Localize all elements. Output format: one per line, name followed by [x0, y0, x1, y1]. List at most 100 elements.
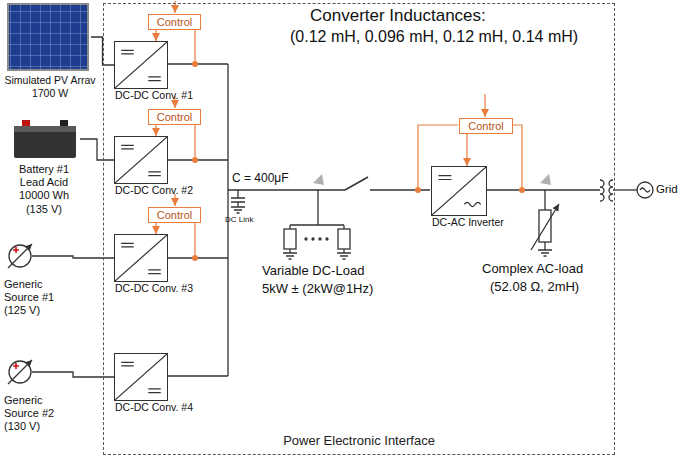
current-sensor-mark — [540, 174, 551, 185]
switch-symbol — [345, 177, 368, 190]
interface-region: Power Electronic InterfaceControlDC-DC C… — [103, 3, 615, 455]
node-label: Generic Source #1 (125 V) — [4, 278, 68, 318]
text-label: Grid — [656, 183, 678, 196]
converter-symbol — [115, 42, 167, 88]
generic-source-symbol — [8, 360, 32, 384]
battery-symbol — [14, 120, 76, 158]
converter-symbol — [115, 42, 167, 88]
text-label: (52.08 Ω, 2mH) — [490, 280, 579, 295]
converter-symbol — [115, 235, 167, 281]
node-label: DC-AC Inverter — [432, 217, 504, 229]
sensor-dot — [192, 255, 198, 261]
converter-symbol — [115, 235, 167, 281]
converter-box: DC-DC Conv. #1 — [114, 41, 168, 89]
converter-box: DC-DC Conv. #2 — [114, 136, 168, 184]
node-label: Simulated PV Arrav 1700 W — [2, 74, 98, 99]
sensor-dot — [192, 61, 525, 261]
converter-symbol — [432, 167, 486, 215]
control-feedback-wire — [484, 94, 485, 117]
grid-symbol — [637, 182, 653, 198]
generic-source: Generic Source #2 (130 V) — [8, 360, 32, 384]
sensor-dot — [519, 187, 525, 193]
converter-symbol — [115, 354, 167, 400]
control-signal — [155, 125, 156, 136]
current-sensor-mark — [313, 174, 324, 185]
control-label: Control — [157, 112, 192, 123]
transformer-symbol — [600, 180, 604, 201]
variable-resistor-symbol — [531, 204, 559, 250]
text-label: (0.12 mH, 0.096 mH, 0.12 mH, 0.14 mH) — [290, 28, 578, 46]
pv-panel — [8, 4, 88, 70]
node-label: DC-DC Conv. #3 — [115, 283, 193, 295]
generic-source-symbol — [9, 245, 31, 267]
grid-symbol — [640, 188, 650, 192]
text-label: 5kW ± (2kW@1Hz) — [262, 282, 373, 297]
transformer-symbol — [599, 180, 614, 201]
sensor-dot — [192, 61, 198, 67]
grid-symbol — [637, 182, 653, 198]
control-label: Control — [157, 210, 192, 221]
dc-load-symbol — [283, 190, 351, 259]
variable-resistor-symbol — [531, 204, 559, 250]
dc-bus-wire — [167, 64, 430, 376]
converter-box: DC-DC Conv. #4 — [114, 353, 168, 401]
node-label: Power Electronic Interface — [104, 433, 614, 448]
dc-load-symbol — [312, 238, 314, 240]
control-box: Control — [148, 14, 201, 30]
node-label: DC-DC Conv. #1 — [115, 90, 193, 102]
capacitor-symbol — [231, 190, 245, 213]
transformer-symbol — [599, 189, 614, 190]
switch-symbol — [345, 177, 368, 190]
pv-array: Simulated PV Arrav 1700 W — [5, 3, 91, 71]
sensor-dot — [192, 157, 198, 163]
capacitor-symbol — [231, 190, 245, 213]
control-box: Control — [148, 109, 201, 125]
transformer-symbol — [609, 180, 613, 201]
converter-symbol — [115, 137, 167, 183]
converter-symbol — [115, 137, 167, 183]
text-label: Variable DC-Load — [262, 264, 364, 279]
node-label: Generic Source #2 (130 V) — [4, 394, 68, 434]
power-wire — [32, 256, 114, 258]
node-label: Battery #1 Lead Acid 10000 Wh (135 V) — [8, 163, 80, 216]
dc-load-symbol — [284, 229, 296, 249]
control-signal — [466, 134, 467, 166]
battery-symbol — [14, 126, 76, 158]
generic-source-symbol — [9, 361, 31, 383]
battery-symbol — [60, 120, 68, 127]
battery: Battery #1 Lead Acid 10000 Wh (135 V) — [8, 118, 80, 160]
control-label: Control — [157, 17, 192, 28]
dc-load-symbol — [319, 238, 321, 240]
text-label: Complex AC-load — [482, 262, 583, 277]
dc-load-symbol — [326, 238, 328, 240]
control-label: Control — [468, 121, 503, 132]
dc-load-symbol — [290, 190, 344, 253]
text-label: C = 400μF — [232, 172, 289, 186]
battery-symbol — [14, 126, 76, 132]
control-box: Control — [459, 118, 513, 134]
control-box: Control — [148, 207, 201, 223]
generic-source: Generic Source #1 (125 V) — [8, 244, 32, 268]
ac-wire — [614, 189, 637, 190]
dc-load-symbol — [305, 238, 307, 240]
node-label: DC-DC Conv. #4 — [115, 402, 193, 414]
inverter-box: DC-AC Inverter — [431, 166, 487, 216]
text-label: Converter Inductances: — [310, 6, 486, 26]
generic-source-symbol — [8, 244, 32, 268]
generic-source-symbol — [13, 363, 19, 369]
node-label: DC-DC Conv. #2 — [115, 185, 193, 197]
text-label: DC Link — [225, 215, 253, 224]
control-signal — [155, 223, 156, 234]
power-wire — [80, 139, 114, 160]
pv-panel — [8, 4, 88, 70]
battery-symbol — [22, 120, 30, 127]
converter-symbol — [115, 354, 167, 400]
control-signal — [155, 30, 156, 41]
converter-box: DC-DC Conv. #3 — [114, 234, 168, 282]
pv-panel — [8, 4, 88, 70]
power-wire — [32, 372, 114, 377]
dc-bus-wire — [228, 189, 430, 190]
sensor-dot — [415, 187, 421, 193]
converter-symbol — [432, 167, 486, 215]
